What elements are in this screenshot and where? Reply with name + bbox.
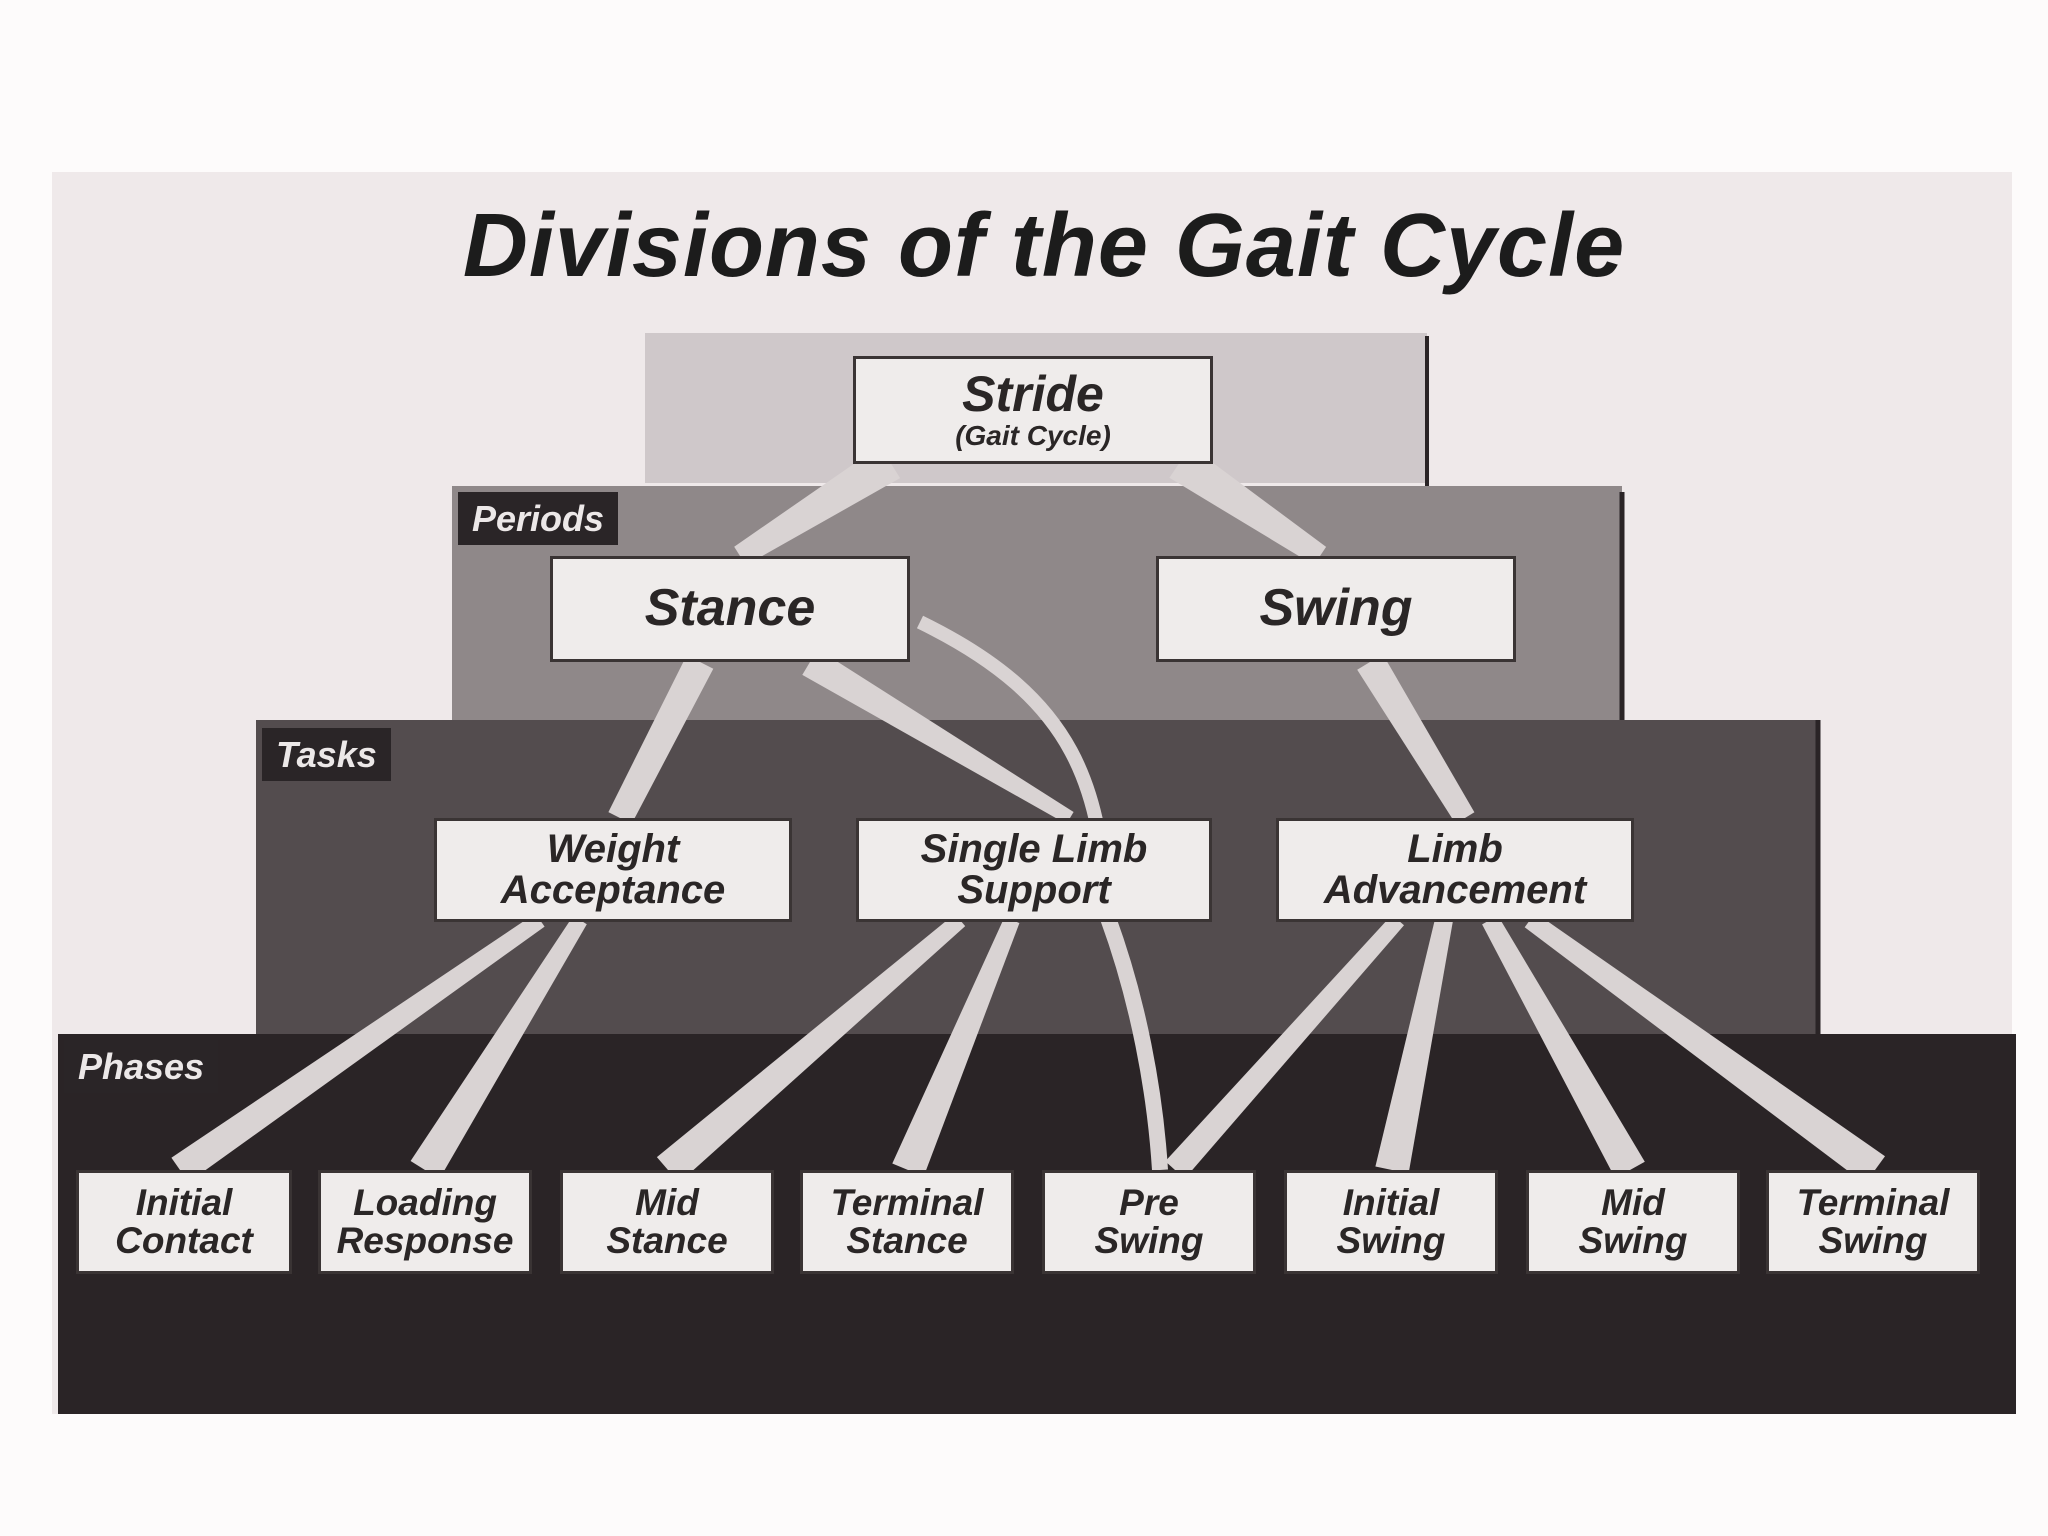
connector-stance-single-limb <box>802 649 1074 824</box>
task-line1: Weight <box>546 827 680 872</box>
phase-line1: Initial <box>135 1182 233 1224</box>
connector-swing-limb-advancement <box>1357 654 1475 824</box>
phase-box-mid-stance: Mid Stance <box>560 1170 774 1274</box>
phase-line2: Swing <box>1578 1220 1688 1261</box>
connector-limb-advancement-pre-swing <box>1165 914 1404 1179</box>
task-box-limb-advancement: Limb Advancement <box>1276 818 1634 922</box>
connector-limb-advancement-terminal-swing <box>1524 912 1885 1184</box>
diagram-title: Divisions of the Gait Cycle <box>462 196 1626 296</box>
task-line2: Acceptance <box>500 868 726 912</box>
period-label: Swing <box>1259 579 1413 638</box>
connector-single-limb-terminal-stance <box>892 916 1020 1177</box>
phase-line1: Loading <box>353 1182 497 1224</box>
phase-line2: Stance <box>846 1220 968 1261</box>
phase-box-terminal-stance: Terminal Stance <box>800 1170 1014 1274</box>
task-box-single-limb-support: Single Limb Support <box>856 818 1212 922</box>
period-box-swing: Swing <box>1156 556 1516 662</box>
connector-limb-advancement-initial-swing <box>1375 918 1453 1174</box>
connector-stride-stance <box>734 445 901 566</box>
phase-line2: Response <box>336 1220 514 1261</box>
connector-weight-acceptance-loading-response <box>410 915 587 1179</box>
phase-line1: Pre <box>1119 1182 1179 1224</box>
phase-line2: Contact <box>115 1220 253 1261</box>
connector-limb-advancement-mid-swing <box>1482 915 1645 1179</box>
phase-box-initial-contact: Initial Contact <box>76 1170 292 1274</box>
connector-stance-weight-acceptance <box>608 655 714 824</box>
stride-box: Stride (Gait Cycle) <box>853 356 1213 464</box>
phase-line1: Initial <box>1342 1182 1440 1224</box>
phase-line2: Swing <box>1094 1220 1204 1261</box>
period-box-stance: Stance <box>550 556 910 662</box>
phase-line2: Stance <box>606 1220 728 1261</box>
task-line1: Single Limb <box>920 827 1148 872</box>
phase-line2: Swing <box>1336 1220 1446 1261</box>
phase-line2: Swing <box>1818 1220 1928 1261</box>
phase-box-pre-swing: Pre Swing <box>1042 1170 1256 1274</box>
phase-box-terminal-swing: Terminal Swing <box>1766 1170 1980 1274</box>
task-line2: Support <box>957 868 1111 912</box>
phase-line1: Mid <box>635 1182 699 1224</box>
tier-label-periods: Periods <box>458 492 619 545</box>
connector-single-limb-pre-swing <box>1100 915 1168 1171</box>
connector-single-limb-mid-stance <box>656 913 966 1183</box>
phase-line1: Terminal <box>830 1182 984 1224</box>
stride-label: Stride <box>962 366 1104 423</box>
connector-stride-swing <box>1169 446 1327 566</box>
tier-label-tasks: Tasks <box>262 728 391 781</box>
stride-sublabel: (Gait Cycle) <box>955 420 1111 452</box>
tier-label-phases: Phases <box>64 1040 219 1093</box>
task-line2: Advancement <box>1323 868 1587 912</box>
task-box-weight-acceptance: Weight Acceptance <box>434 818 792 922</box>
period-label: Stance <box>644 579 816 638</box>
task-line1: Limb <box>1407 827 1503 872</box>
connector-weight-acceptance-initial-contact <box>171 913 545 1183</box>
phase-box-loading-response: Loading Response <box>318 1170 532 1274</box>
phase-line1: Mid <box>1601 1182 1665 1224</box>
phase-box-mid-swing: Mid Swing <box>1526 1170 1740 1274</box>
phase-line1: Terminal <box>1796 1182 1950 1224</box>
phase-box-initial-swing: Initial Swing <box>1284 1170 1498 1274</box>
